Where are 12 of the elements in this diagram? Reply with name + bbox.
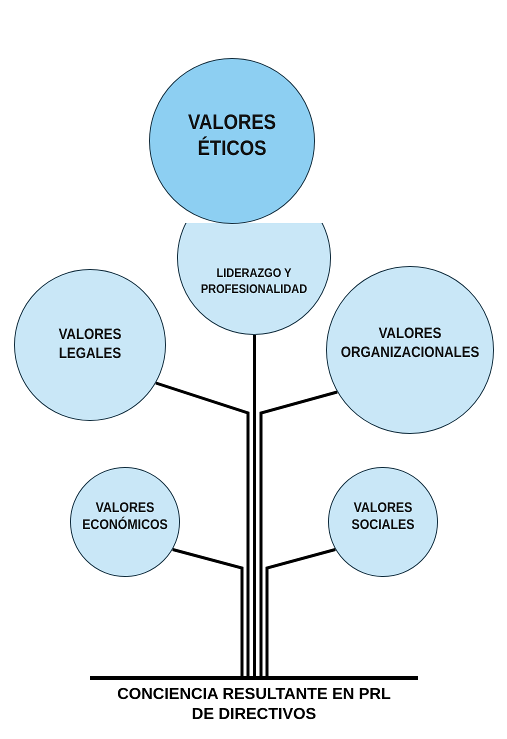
circle-label: VALORES ÉTICOS — [187, 110, 277, 162]
base-caption: CONCIENCIA RESULTANTE EN PRL DE DIRECTIVOS — [116, 685, 392, 725]
circle-label: VALORES ECONÓMICOS — [81, 498, 169, 534]
connector-line — [155, 382, 250, 676]
connector-line — [260, 390, 338, 676]
connector-line — [253, 335, 256, 676]
connector-line — [266, 548, 336, 676]
circle-label: VALORES SOCIALES — [350, 498, 416, 534]
circle-label: LIDERAZGO Y PROFESIONALIDAD — [200, 265, 308, 298]
circle-label: VALORES LEGALES — [58, 326, 122, 364]
circle-label: VALORES ORGANIZACIONALES — [340, 325, 480, 363]
connector-line — [172, 548, 244, 676]
